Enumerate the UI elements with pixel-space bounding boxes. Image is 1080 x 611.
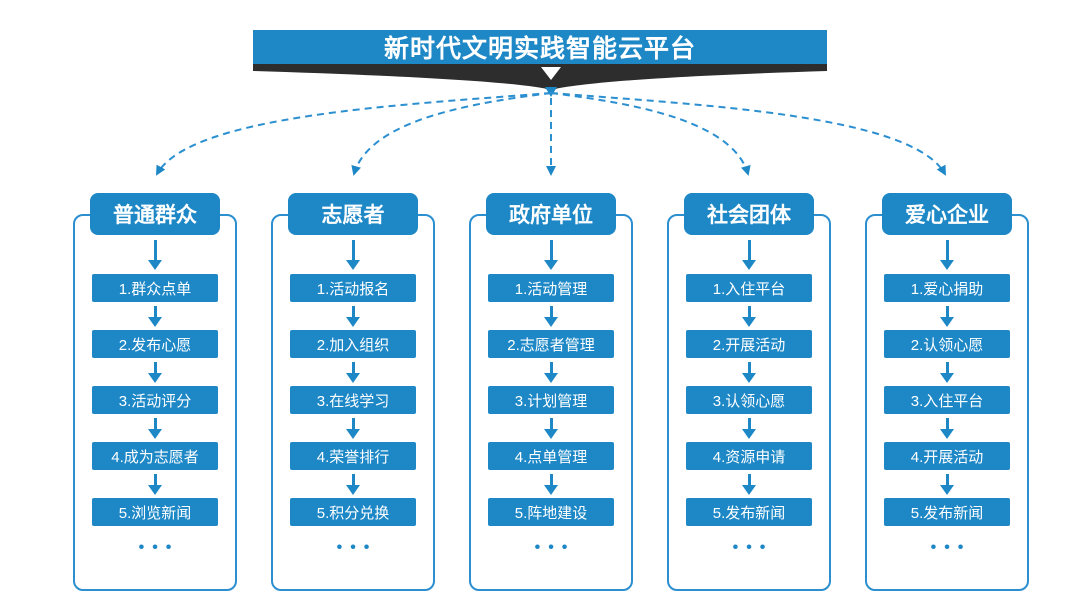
down-arrow-icon	[544, 414, 558, 442]
step-item: 4.点单管理	[488, 442, 614, 470]
step-item: 2.发布心愿	[92, 330, 218, 358]
step-item: 4.资源申请	[686, 442, 812, 470]
column-volunteers: 志愿者 1.活动报名 2.加入组织 3.在线学习 4.荣誉排行 5.积分兑换 •…	[271, 193, 435, 591]
step-item: 2.加入组织	[290, 330, 416, 358]
down-arrow-icon	[346, 235, 360, 274]
down-arrow-icon	[742, 470, 756, 498]
step-item: 4.荣誉排行	[290, 442, 416, 470]
down-arrow-icon	[940, 302, 954, 330]
connector-to-general-public	[156, 92, 552, 176]
ellipsis: •••	[138, 539, 180, 556]
column-caring-enterprises: 爱心企业 1.爱心捐助 2.认领心愿 3.入住平台 4.开展活动 5.发布新闻 …	[865, 193, 1029, 591]
down-arrow-icon	[346, 414, 360, 442]
column-social-organizations: 社会团体 1.入住平台 2.开展活动 3.认领心愿 4.资源申请 5.发布新闻 …	[667, 193, 831, 591]
down-arrow-icon	[742, 235, 756, 274]
step-item: 5.积分兑换	[290, 498, 416, 526]
down-arrow-icon	[148, 358, 162, 386]
ellipsis: •••	[534, 539, 576, 556]
down-arrow-icon	[940, 414, 954, 442]
down-arrow-icon	[148, 414, 162, 442]
down-arrow-icon	[346, 302, 360, 330]
down-arrow-icon	[742, 414, 756, 442]
down-arrow-icon	[544, 302, 558, 330]
step-item: 5.发布新闻	[686, 498, 812, 526]
connector-to-volunteers	[351, 92, 552, 176]
step-item: 4.开展活动	[884, 442, 1010, 470]
down-arrow-icon	[940, 470, 954, 498]
down-arrow-icon	[544, 470, 558, 498]
step-item: 1.活动报名	[290, 274, 416, 302]
column-header-general-public: 普通群众	[90, 193, 220, 235]
step-item: 3.认领心愿	[686, 386, 812, 414]
step-item: 5.浏览新闻	[92, 498, 218, 526]
down-arrow-icon	[148, 470, 162, 498]
down-arrow-icon	[940, 235, 954, 274]
ellipsis: •••	[336, 539, 378, 556]
down-arrow-icon	[346, 358, 360, 386]
down-arrow-icon	[544, 235, 558, 274]
down-arrow-icon	[742, 302, 756, 330]
down-arrow-icon	[148, 235, 162, 274]
step-item: 4.成为志愿者	[92, 442, 218, 470]
down-arrow-icon	[346, 470, 360, 498]
down-arrow-icon	[544, 358, 558, 386]
step-item: 3.在线学习	[290, 386, 416, 414]
column-header-caring-enterprises: 爱心企业	[882, 193, 1012, 235]
step-item: 2.认领心愿	[884, 330, 1010, 358]
ellipsis: •••	[930, 539, 972, 556]
column-header-social-organizations: 社会团体	[684, 193, 814, 235]
column-general-public: 普通群众 1.群众点单 2.发布心愿 3.活动评分 4.成为志愿者 5.浏览新闻…	[73, 193, 237, 591]
ellipsis: •••	[732, 539, 774, 556]
column-header-government-units: 政府单位	[486, 193, 616, 235]
column-header-volunteers: 志愿者	[288, 193, 418, 235]
step-item: 2.志愿者管理	[488, 330, 614, 358]
step-item: 3.入住平台	[884, 386, 1010, 414]
step-item: 1.入住平台	[686, 274, 812, 302]
step-item: 1.群众点单	[92, 274, 218, 302]
connector-to-caring-enterprises	[550, 92, 946, 176]
column-government-units: 政府单位 1.活动管理 2.志愿者管理 3.计划管理 4.点单管理 5.阵地建设…	[469, 193, 633, 591]
ribbon-down-arrow-icon	[541, 67, 561, 80]
platform-title-banner: 新时代文明实践智能云平台	[253, 30, 827, 64]
down-arrow-icon	[148, 302, 162, 330]
platform-title: 新时代文明实践智能云平台	[383, 35, 696, 63]
hub-down-arrow-icon	[545, 87, 557, 97]
step-item: 5.阵地建设	[488, 498, 614, 526]
step-item: 3.计划管理	[488, 386, 614, 414]
banner-ribbon-shape	[253, 63, 827, 92]
step-item: 2.开展活动	[686, 330, 812, 358]
step-item: 1.活动管理	[488, 274, 614, 302]
step-item: 1.爱心捐助	[884, 274, 1010, 302]
step-item: 3.活动评分	[92, 386, 218, 414]
step-item: 5.发布新闻	[884, 498, 1010, 526]
down-arrow-icon	[742, 358, 756, 386]
connector-to-social-organizations	[550, 92, 751, 176]
down-arrow-icon	[940, 358, 954, 386]
